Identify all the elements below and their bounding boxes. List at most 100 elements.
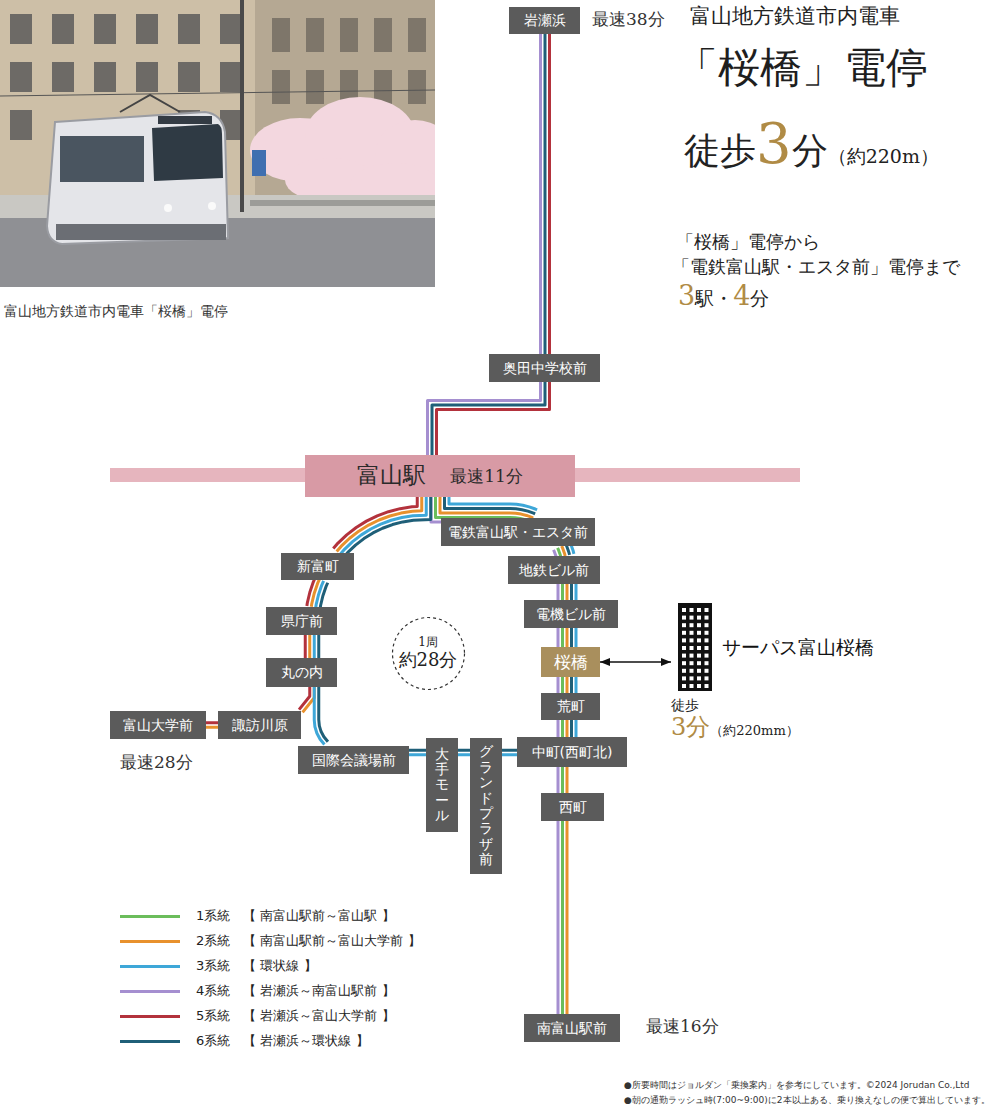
photo-road (0, 218, 435, 287)
photo-tram-windshield (152, 124, 223, 181)
route-strand (575, 584, 578, 600)
walk-minutes: 3 (756, 112, 792, 176)
building-window (682, 608, 686, 612)
photo-tram-destination (158, 116, 212, 124)
route-note: 駅・ (695, 288, 733, 310)
building-window (690, 623, 694, 627)
route-strand (502, 749, 517, 752)
route-strand (548, 34, 551, 354)
building-window (690, 661, 694, 665)
route-group (206, 34, 671, 1014)
tram-route (558, 677, 576, 693)
station-name: 地鉄ビル前 (519, 562, 589, 579)
legend-entry: 6系統 【 岩瀬浜～環状線 】 (120, 1032, 369, 1050)
building-window (697, 661, 701, 665)
fastest-time: 最速16分 (646, 1017, 719, 1037)
station-name: 富山大学前 (123, 717, 193, 734)
building-window (682, 669, 686, 673)
legend-entry: 2系統 【 南富山駅前～富山大学前 】 (120, 932, 421, 950)
text-row: 3駅・4分 (678, 280, 769, 311)
building-window (690, 638, 694, 642)
building-window (705, 608, 709, 612)
tram-route (458, 750, 470, 755)
building-window (705, 669, 709, 673)
route-note: 「桜橋」電停から (676, 232, 820, 253)
route-strand (566, 720, 569, 737)
route-strand (566, 677, 569, 693)
travel-time: 最速11分 (450, 466, 523, 486)
route-strand (557, 767, 560, 793)
photo-pantograph (120, 95, 180, 112)
photo-tram-skirt (56, 224, 226, 240)
route-strand (303, 687, 315, 712)
route-strand (561, 677, 564, 693)
station-name: 荒町 (557, 698, 585, 715)
route-strand (570, 720, 573, 737)
route-strand (304, 635, 307, 658)
route-strand (308, 635, 311, 658)
legend-text: 1系統 【 南富山駅前～富山駅 】 (196, 907, 395, 925)
station-name: 奥田中学校前 (503, 360, 587, 377)
walk-line (600, 661, 671, 663)
tram-route (502, 750, 517, 755)
tram-route (558, 720, 576, 737)
building-window (697, 654, 701, 658)
building-window (697, 646, 701, 650)
legend-text: 4系統 【 岩瀬浜～南富山駅前 】 (196, 982, 395, 1000)
station-box: 荒町 (541, 693, 600, 720)
route-strand (561, 821, 564, 1014)
route-strand (317, 635, 320, 658)
station-box: 国際会議場前 (298, 746, 409, 774)
text-row: 徒歩3分（約220m） (684, 112, 939, 176)
station-box: 西町 (541, 793, 604, 821)
route-strand (561, 628, 564, 647)
legend-entry: 4系統 【 岩瀬浜～南富山駅前 】 (120, 982, 395, 1000)
route-strand (409, 753, 426, 756)
building-window (705, 676, 709, 680)
route-strand (409, 749, 426, 752)
building-window (697, 608, 701, 612)
photo-tram-body (47, 112, 228, 244)
route-strand (575, 720, 578, 737)
stop-count: 3 (678, 280, 695, 311)
photo-tram-window (60, 136, 144, 182)
photo-building (0, 0, 255, 205)
tram-route (558, 628, 576, 647)
route-strand (566, 821, 569, 1014)
tram-route (305, 635, 319, 658)
ride-minutes: 4 (733, 280, 750, 311)
legend-entry: 1系統 【 南富山駅前～富山駅 】 (120, 907, 395, 925)
route-strand (458, 753, 470, 756)
tram-route (428, 382, 550, 455)
heading: 「桜橋」電停 (676, 44, 928, 92)
photo-sky (0, 0, 435, 287)
tram-route (307, 577, 328, 608)
fastest-time: 最速38分 (592, 10, 665, 30)
tram-route (558, 584, 576, 600)
tram-route (333, 497, 430, 557)
station-box: 丸の内 (266, 658, 337, 687)
building-window (697, 676, 701, 680)
photo-railing (250, 200, 435, 206)
legend-text: 2系統 【 南富山駅前～富山大学前 】 (196, 932, 421, 950)
tram-route (409, 750, 426, 755)
building-window (697, 638, 701, 642)
route-strand (440, 497, 533, 518)
building-window (697, 684, 701, 688)
building-window (682, 646, 686, 650)
building-window (690, 654, 694, 658)
travel-time: 約28分 (399, 649, 458, 671)
building-window (682, 631, 686, 635)
route-strand (561, 584, 564, 600)
legend-swatch (120, 1015, 180, 1018)
operator-name: 富山地方鉄道市内電車 (690, 4, 900, 28)
route-strand (428, 382, 541, 455)
building-window (705, 638, 709, 642)
station-box: 南富山駅前 (524, 1014, 620, 1042)
tram-route (299, 687, 314, 712)
building-window (682, 654, 686, 658)
route-strand (206, 721, 218, 724)
route-strand (557, 628, 560, 647)
station-name: 西町 (559, 799, 587, 816)
photo-pole (240, 0, 244, 212)
